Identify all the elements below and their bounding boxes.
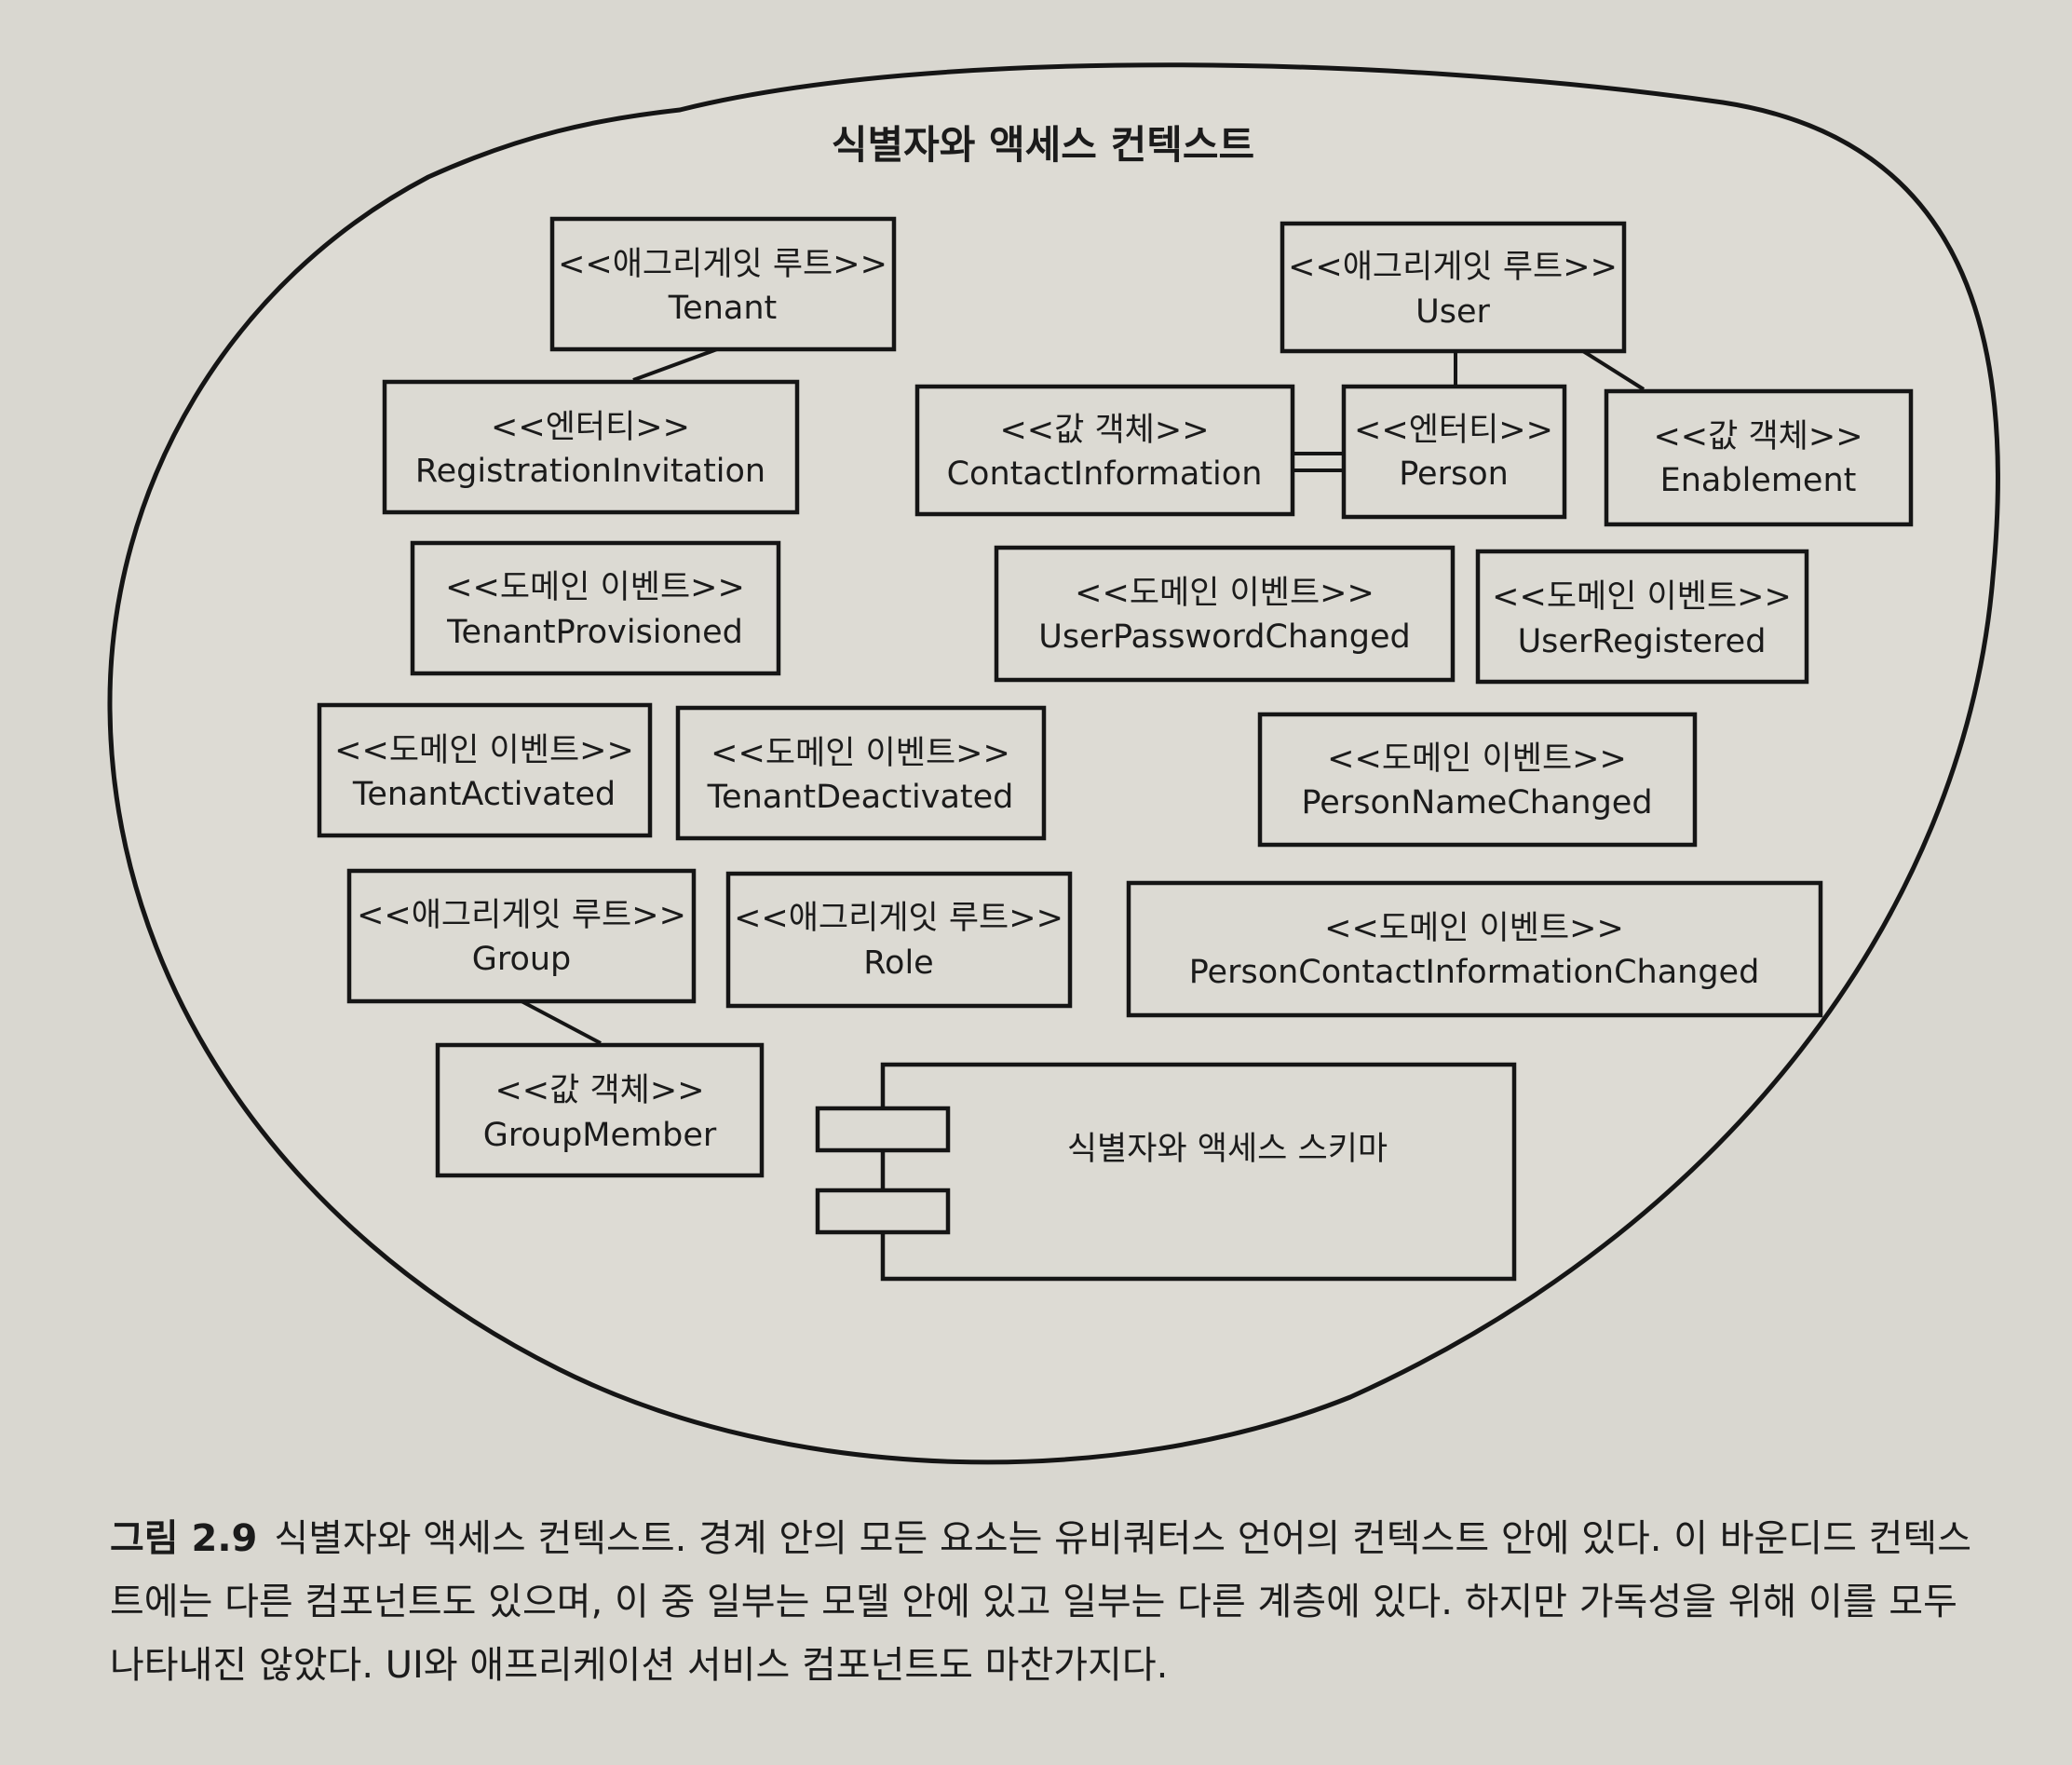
stereotype-person-contact-information-changed: <<도메인 이벤트>> bbox=[1324, 910, 1624, 947]
box-tenant-provisioned: <<도메인 이벤트>> TenantProvisioned bbox=[410, 540, 781, 676]
name-person-name-changed: PersonNameChanged bbox=[1301, 784, 1652, 821]
name-enablement: Enablement bbox=[1660, 462, 1857, 499]
box-registration-invitation: <<엔터티>> RegistrationInvitation bbox=[382, 379, 800, 515]
stereotype-enablement: <<값 객체>> bbox=[1653, 418, 1862, 455]
stereotype-tenant-deactivated: <<도메인 이벤트>> bbox=[711, 735, 1010, 772]
name-group-member: GroupMember bbox=[483, 1117, 717, 1154]
name-role: Role bbox=[863, 944, 933, 982]
name-contact-information: ContactInformation bbox=[947, 455, 1263, 493]
name-group: Group bbox=[472, 941, 572, 978]
box-person-name-changed: <<도메인 이벤트>> PersonNameChanged bbox=[1257, 712, 1698, 848]
tenant-invitation-link bbox=[632, 347, 718, 382]
user-enablement-link bbox=[1581, 349, 1645, 391]
caption-text: 식별자와 액세스 컨텍스트. 경계 안의 모든 요소는 유비쿼터스 언어의 컨텍… bbox=[110, 1517, 1972, 1687]
name-person-contact-information-changed: PersonContactInformationChanged bbox=[1189, 954, 1760, 991]
stereotype-group-member: <<값 객체>> bbox=[494, 1072, 704, 1109]
stereotype-user: <<애그리게잇 루트>> bbox=[1288, 249, 1618, 286]
box-enablement: <<값 객체>> Enablement bbox=[1604, 388, 1914, 527]
group-member-link bbox=[521, 999, 602, 1045]
diagram-title: 식별자와 액세스 컨텍스트 bbox=[832, 122, 1254, 168]
component-port-top bbox=[815, 1106, 951, 1153]
stereotype-tenant: <<애그리게잇 루트>> bbox=[558, 246, 887, 283]
stereotype-person-name-changed: <<도메인 이벤트>> bbox=[1327, 740, 1627, 778]
name-user-password-changed: UserPasswordChanged bbox=[1038, 618, 1410, 656]
stereotype-registration-invitation: <<엔터티>> bbox=[491, 409, 690, 446]
box-user-password-changed: <<도메인 이벤트>> UserPasswordChanged bbox=[994, 545, 1456, 683]
box-role: <<애그리게잇 루트>> Role bbox=[725, 871, 1073, 1009]
stereotype-group: <<애그리게잇 루트>> bbox=[357, 897, 686, 934]
component-label: 식별자와 액세스 스키마 bbox=[1067, 1131, 1388, 1168]
name-tenant: Tenant bbox=[668, 290, 778, 327]
name-person: Person bbox=[1399, 455, 1509, 493]
component-identity-access-schema: 식별자와 액세스 스키마 bbox=[815, 1062, 1517, 1282]
stereotype-tenant-activated: <<도메인 이벤트>> bbox=[334, 732, 634, 769]
box-tenant-deactivated: <<도메인 이벤트>> TenantDeactivated bbox=[675, 705, 1047, 841]
caption-label: 그림 2.9 bbox=[110, 1517, 258, 1560]
box-user: <<애그리게잇 루트>> User bbox=[1280, 221, 1627, 354]
box-contact-information: <<값 객체>> ContactInformation bbox=[914, 384, 1295, 517]
box-person-contact-information-changed: <<도메인 이벤트>> PersonContactInformationChan… bbox=[1126, 880, 1823, 1018]
box-group-member: <<값 객체>> GroupMember bbox=[435, 1042, 765, 1178]
name-user-registered: UserRegistered bbox=[1518, 623, 1767, 660]
name-tenant-deactivated: TenantDeactivated bbox=[707, 779, 1014, 816]
box-person: <<엔터티>> Person bbox=[1341, 384, 1567, 520]
component-port-bottom bbox=[815, 1188, 951, 1235]
name-tenant-provisioned: TenantProvisioned bbox=[446, 614, 743, 651]
stereotype-user-password-changed: <<도메인 이벤트>> bbox=[1075, 575, 1375, 612]
stereotype-role: <<애그리게잇 루트>> bbox=[734, 900, 1063, 937]
stereotype-tenant-provisioned: <<도메인 이벤트>> bbox=[445, 569, 745, 606]
name-registration-invitation: RegistrationInvitation bbox=[415, 453, 765, 490]
box-tenant-activated: <<도메인 이벤트>> TenantActivated bbox=[317, 702, 653, 838]
box-tenant: <<애그리게잇 루트>> Tenant bbox=[549, 216, 897, 352]
box-user-registered: <<도메인 이벤트>> UserRegistered bbox=[1475, 549, 1809, 685]
name-tenant-activated: TenantActivated bbox=[352, 776, 616, 813]
stereotype-contact-information: <<값 객체>> bbox=[999, 412, 1209, 449]
stereotype-user-registered: <<도메인 이벤트>> bbox=[1492, 578, 1792, 616]
box-group: <<애그리게잇 루트>> Group bbox=[346, 868, 697, 1004]
name-user: User bbox=[1415, 293, 1490, 331]
stereotype-person: <<엔터티>> bbox=[1354, 412, 1553, 449]
